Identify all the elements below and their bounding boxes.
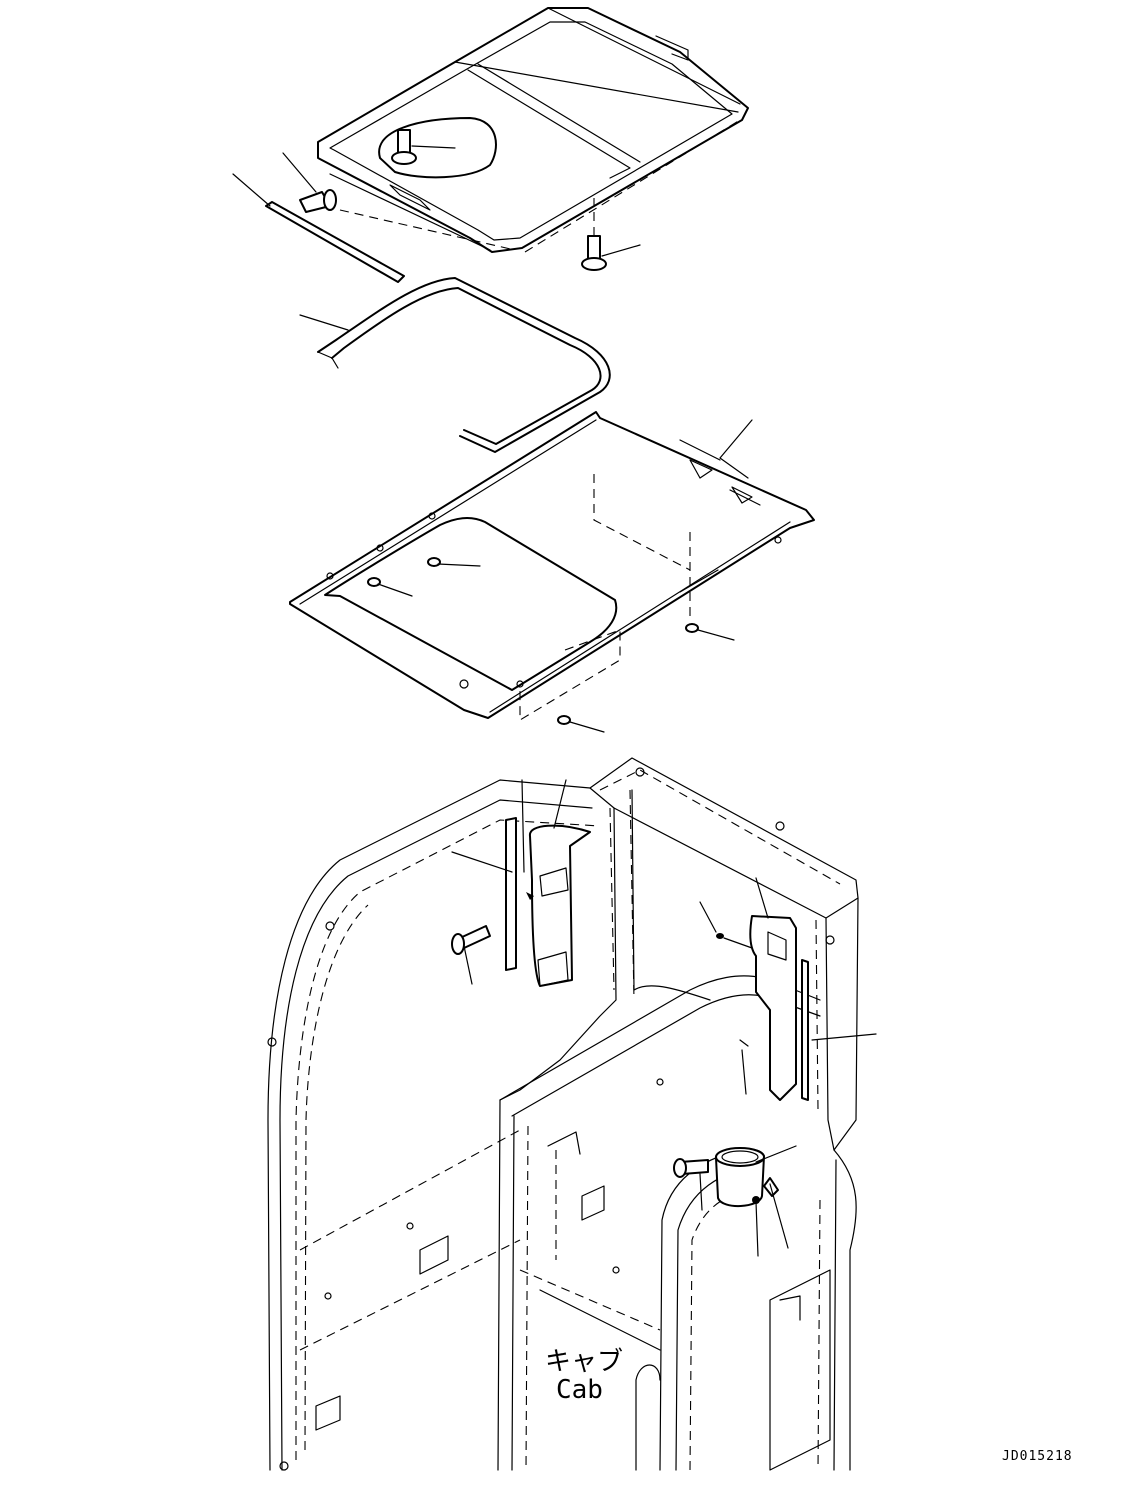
bolt-lower-right — [581, 198, 641, 271]
left-pillar-trim — [451, 779, 591, 987]
bolt-cab-left — [451, 925, 491, 985]
cup-holder — [673, 1145, 797, 1257]
drawing-code: JD015218 — [1002, 1449, 1073, 1464]
bolt-upper-left — [282, 152, 337, 213]
cab-label-en: Cab — [556, 1375, 603, 1405]
roof-nuts — [367, 557, 735, 733]
bolt-center — [391, 129, 456, 165]
roof-window-frame — [317, 7, 749, 253]
side-rail-strip — [232, 173, 405, 283]
window-seal — [299, 277, 611, 453]
right-pillar-trim — [699, 877, 877, 1101]
roof-panel — [289, 411, 815, 721]
cab-label-jp: キャブ — [545, 1347, 623, 1377]
cab-frame-outline — [267, 757, 859, 1471]
